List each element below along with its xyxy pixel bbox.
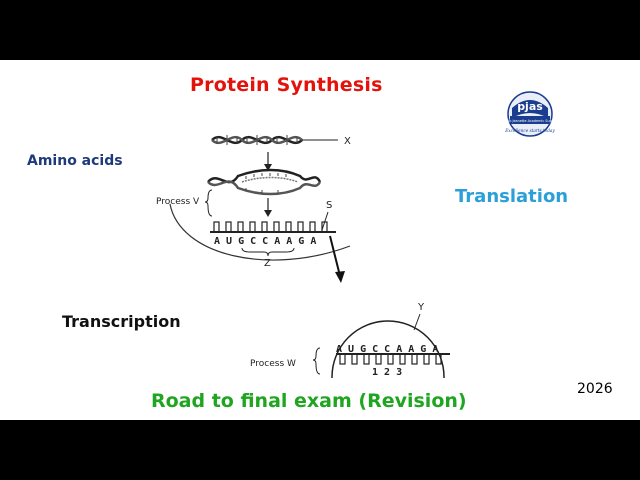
pjas-logo: pjas Phillip Jeanette Academic Support E… bbox=[501, 91, 559, 137]
logo-cap bbox=[512, 100, 548, 118]
protein-synthesis-diagram: X Process V S bbox=[156, 135, 450, 378]
logo-tagline: Excellence starts today bbox=[504, 128, 555, 133]
logo-text: pjas bbox=[517, 100, 543, 113]
label-process-v: Process V bbox=[156, 197, 200, 207]
translation-label: Translation bbox=[455, 186, 569, 207]
anticodon-numbers: 1 2 3 bbox=[372, 367, 402, 378]
label-x: X bbox=[344, 136, 351, 147]
ribosome bbox=[331, 320, 445, 378]
mrna-sequence: A U G C C A A G A bbox=[214, 236, 316, 247]
slide-canvas: Protein Synthesis Amino acids Translatio… bbox=[0, 60, 640, 420]
process-w-brace bbox=[312, 347, 321, 375]
s-pointer-line bbox=[321, 211, 329, 231]
mrna-strand bbox=[210, 221, 336, 233]
codon-brace bbox=[241, 247, 295, 257]
transcription-label: Transcription bbox=[62, 312, 181, 331]
ribosome-mrna-strand bbox=[336, 353, 450, 365]
logo-subtext-band bbox=[510, 116, 550, 124]
year-label: 2026 bbox=[577, 381, 613, 397]
label-z: Z bbox=[264, 258, 271, 269]
arrow-down-icon bbox=[264, 198, 272, 217]
unwinding-dna bbox=[207, 168, 322, 196]
label-process-w: Process W bbox=[250, 359, 296, 369]
logo-subtext: Phillip Jeanette Academic Support bbox=[501, 119, 559, 123]
nucleus-membrane bbox=[169, 203, 351, 261]
page-title: Protein Synthesis bbox=[190, 74, 383, 96]
amino-acids-label: Amino acids bbox=[27, 153, 123, 169]
label-y: Y bbox=[417, 302, 425, 313]
dna-double-helix bbox=[211, 135, 303, 145]
arrow-down-icon bbox=[264, 152, 272, 171]
process-v-brace bbox=[204, 189, 213, 217]
label-s: S bbox=[326, 200, 332, 211]
road-to-final-exam-banner: Road to final exam (Revision) bbox=[151, 390, 467, 412]
ribosome-mrna-sequence: A U G C C A A G A bbox=[336, 344, 438, 355]
mrna-export-arrow bbox=[329, 235, 345, 283]
